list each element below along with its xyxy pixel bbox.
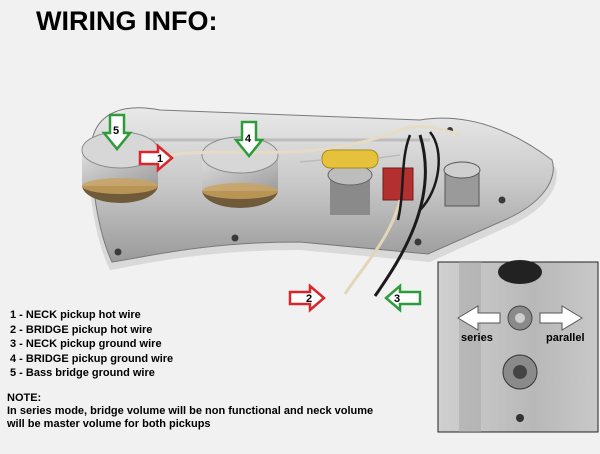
tone-capacitor bbox=[299, 149, 401, 169]
parallel-label: parallel bbox=[546, 332, 585, 344]
inset-knob bbox=[498, 260, 542, 284]
note-heading: NOTE: bbox=[7, 392, 42, 404]
marker-5-label: 5 bbox=[113, 125, 119, 137]
cream-wire bbox=[154, 125, 461, 162]
note-line: In series mode, bridge volume will be no… bbox=[7, 405, 374, 417]
wire-legend: 1 - NECK pickup hot wire 2 - BRIDGE pick… bbox=[10, 308, 173, 381]
legend-item: 2 - BRIDGE pickup hot wire bbox=[10, 323, 153, 336]
screw-hole bbox=[498, 196, 506, 204]
note-line: will be master volume for both pickups bbox=[7, 418, 211, 430]
note-block: NOTE: In series mode, bridge volume will… bbox=[7, 392, 373, 431]
marker-1-arrow-icon bbox=[138, 143, 174, 173]
marker-5-arrow-icon bbox=[101, 113, 133, 151]
parallel-arrow-icon bbox=[539, 305, 583, 331]
neck-ground-wire-lead bbox=[373, 134, 427, 297]
series-label: series bbox=[461, 332, 493, 344]
legend-item: 3 - NECK pickup ground wire bbox=[10, 338, 162, 350]
marker-1-label: 1 bbox=[157, 153, 163, 165]
series-arrow-icon bbox=[457, 305, 501, 331]
marker-2-label: 2 bbox=[306, 293, 312, 305]
series-parallel-switch bbox=[382, 167, 414, 201]
black-wire bbox=[396, 134, 412, 221]
marker-3-arrow-icon bbox=[384, 283, 422, 313]
legend-item: 4 - BRIDGE pickup ground wire bbox=[10, 352, 174, 365]
marker-4-arrow-icon bbox=[233, 120, 265, 158]
legend-item: 5 - Bass bridge ground wire bbox=[10, 367, 155, 379]
bridge-hot-wire-lead bbox=[343, 199, 402, 295]
page-title: WIRING INFO: bbox=[36, 6, 218, 36]
marker-2-arrow-icon bbox=[288, 283, 326, 313]
marker-4-label: 4 bbox=[245, 133, 252, 145]
output-jack bbox=[443, 161, 481, 207]
screw-hole bbox=[414, 238, 422, 246]
screw-hole bbox=[516, 414, 524, 422]
marker-3-label: 3 bbox=[394, 293, 400, 305]
black-wire bbox=[419, 131, 440, 211]
tone-pot bbox=[327, 164, 373, 215]
bridge-volume-pot bbox=[201, 136, 279, 208]
legend-item: 1 - NECK pickup hot wire bbox=[10, 309, 141, 321]
screw-hole bbox=[231, 234, 239, 242]
screw-hole bbox=[114, 248, 122, 256]
